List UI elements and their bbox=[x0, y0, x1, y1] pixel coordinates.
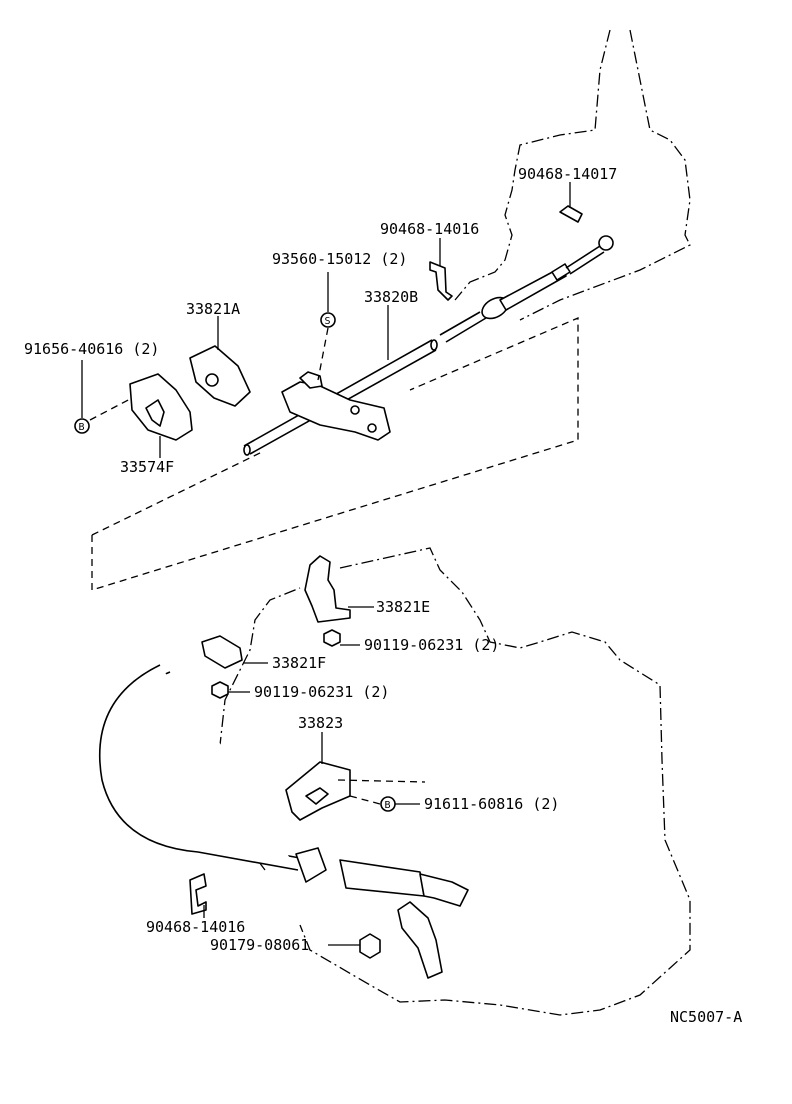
bracket-33821f-part bbox=[201, 635, 243, 669]
plate-33574f-part bbox=[129, 373, 193, 441]
assembly-dashed-box bbox=[91, 317, 579, 591]
shift-cable-lower bbox=[98, 664, 469, 907]
label-clip-90468-14016-lower: 90468-14016 bbox=[146, 918, 245, 936]
label-bracket-33823: 33823 bbox=[298, 714, 343, 732]
upper-housing-outline bbox=[454, 29, 691, 321]
label-clip-90468-14017: 90468-14017 bbox=[518, 165, 617, 183]
label-bolt-91611-60816: 91611-60816 (2) bbox=[424, 795, 559, 813]
marker-b-left-text: B bbox=[79, 422, 85, 433]
shift-cable-upper bbox=[439, 235, 614, 343]
label-bolt-90119-06231-lower: 90119-06231 (2) bbox=[254, 683, 389, 701]
figure-code: NC5007-A bbox=[670, 1008, 742, 1026]
marker-b-right-text: B bbox=[385, 800, 391, 811]
label-nut-90179-08061: 90179-08061 bbox=[210, 936, 309, 954]
label-nut-93560-15012: 93560-15012 (2) bbox=[272, 250, 407, 268]
clip-90468-14017-part bbox=[559, 205, 583, 223]
clip-90468-14016-upper-part bbox=[429, 261, 453, 301]
marker-s-text: S bbox=[325, 316, 331, 327]
marker-s-circle bbox=[320, 312, 336, 328]
nut-90179-08061-part bbox=[359, 933, 381, 959]
label-bolt-91656-40616: 91656-40616 (2) bbox=[24, 340, 159, 358]
marker-b-left-circle bbox=[74, 418, 90, 434]
label-clip-90468-14016-upper: 90468-14016 bbox=[380, 220, 479, 238]
label-shaft-33820b: 33820B bbox=[364, 288, 418, 306]
label-bracket-33821e: 33821E bbox=[376, 598, 430, 616]
lower-housing-outline bbox=[219, 547, 691, 1016]
cover-33821a-part bbox=[189, 345, 251, 407]
shift-lever-bracket-part bbox=[281, 371, 391, 441]
label-bracket-33821f: 33821F bbox=[272, 654, 326, 672]
lower-cable-bracket-part bbox=[397, 901, 443, 979]
bracket-33823-part bbox=[285, 761, 351, 821]
label-cover-33821a: 33821A bbox=[186, 300, 240, 318]
label-bolt-90119-06231-upper: 90119-06231 (2) bbox=[364, 636, 499, 654]
label-plate-33574f: 33574F bbox=[120, 458, 174, 476]
clip-90468-14016-lower-part bbox=[189, 873, 207, 915]
bracket-33821e-part bbox=[304, 555, 351, 623]
